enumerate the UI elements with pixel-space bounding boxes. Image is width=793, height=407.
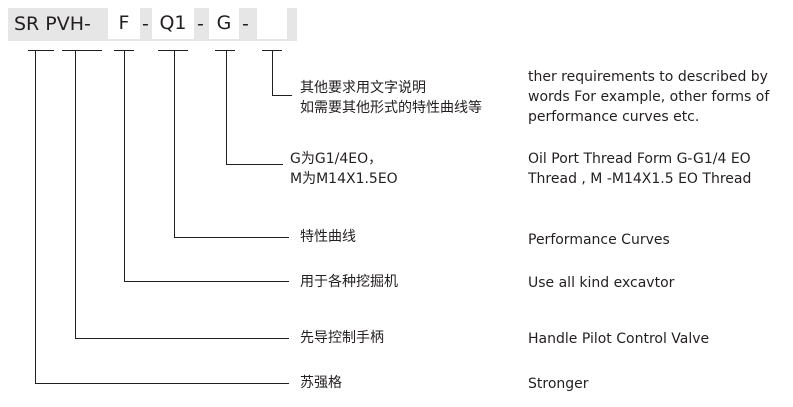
label-en-port-thread: Oil Port Thread Form G-G1/4 EO Thread , …: [528, 151, 752, 187]
label-en-pilot-valve: Handle Pilot Control Valve: [528, 331, 710, 347]
label-zh-stronger: 苏强格: [300, 375, 342, 391]
leader-vertical-blank: [272, 50, 273, 96]
underline-pvh: [62, 50, 102, 51]
leader-vertical-q: [174, 50, 175, 238]
code-dash-1: -: [142, 13, 149, 35]
label-zh-port-thread: G为G1/4EO， M为M14X1.5EO: [290, 151, 398, 187]
leader-horizontal-pvh: [75, 338, 289, 339]
label-zh-other-requirements: 其他要求用文字说明 如需要其他形式的特性曲线等: [300, 80, 482, 116]
code-dash-3: -: [242, 13, 249, 35]
underline-q: [158, 50, 188, 51]
label-zh-pilot-valve: 先导控制手柄: [300, 330, 384, 346]
leader-vertical-g: [226, 50, 227, 165]
leader-horizontal-sr: [35, 383, 289, 384]
code-box-blank: [257, 8, 287, 39]
underline-sr: [28, 50, 54, 51]
label-en-performance-curves: Performance Curves: [528, 232, 670, 248]
leader-vertical-f: [124, 50, 125, 282]
code-prefix: SR PVH-: [14, 13, 91, 35]
label-en-excavator: Use all kind excavtor: [528, 275, 675, 291]
label-zh-excavator: 用于各种挖掘机: [300, 274, 398, 290]
code-box-f: F: [108, 8, 140, 39]
code-box-q: Q1: [152, 8, 194, 39]
leader-vertical-pvh: [75, 50, 76, 339]
code-box-g: G: [209, 8, 239, 39]
label-en-other-requirements: ther requirements to described by words …: [528, 69, 770, 125]
leader-horizontal-g: [226, 164, 283, 165]
leader-horizontal-blank: [272, 95, 292, 96]
underline-g: [215, 50, 235, 51]
label-en-stronger: Stronger: [528, 376, 589, 392]
leader-horizontal-q: [174, 237, 289, 238]
leader-horizontal-f: [124, 281, 289, 282]
label-zh-performance-curves: 特性曲线: [300, 229, 356, 245]
leader-vertical-sr: [35, 50, 36, 384]
code-dash-2: -: [197, 13, 204, 35]
